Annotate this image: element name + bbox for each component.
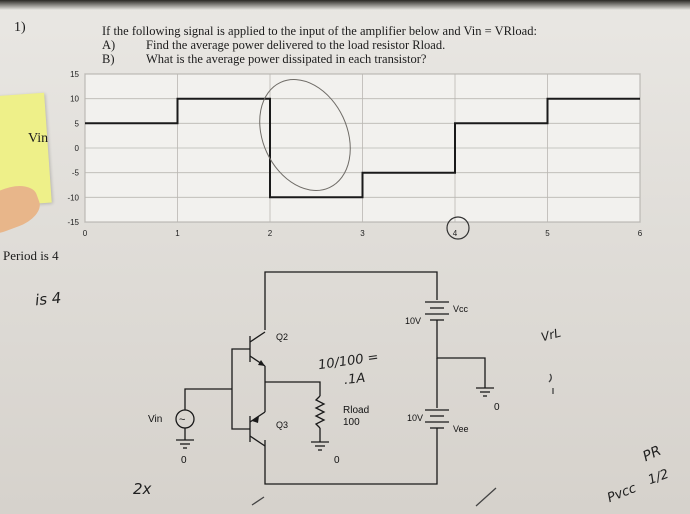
ground-label-supply: 0 (494, 402, 500, 413)
ground-label-vin: 0 (181, 455, 187, 466)
top-shadow (0, 0, 690, 10)
x-tick-label: 0 (83, 229, 88, 238)
part-a-label: A) (102, 38, 116, 52)
q3-collector (249, 435, 266, 447)
input-wire (184, 388, 232, 410)
series-line (85, 97, 640, 199)
twox-note: 2x (133, 480, 152, 498)
chart-ticks: 15 10 5 0 -5 -10 -15 0 1 2 3 4 5 6 (67, 70, 643, 240)
x-tick-label: 2 (268, 229, 273, 238)
vcc-label: Vcc (453, 304, 469, 314)
vin-label: Vin (148, 414, 162, 425)
y-tick-label: -10 (67, 193, 79, 202)
x-tick-label: 5 (545, 229, 550, 238)
y-tick-label: 0 (75, 144, 80, 153)
q2-collector (249, 331, 266, 343)
vcc-value: 10V (405, 316, 421, 326)
scribble-mark (251, 487, 497, 507)
ground-label-rload: 0 (334, 455, 340, 466)
rload-label: Rload (343, 405, 369, 416)
y-tick-label: -5 (72, 169, 80, 178)
rload-resistor (314, 395, 326, 429)
scribble-mark (548, 373, 554, 394)
y-axis-label: Vin (28, 131, 49, 146)
output-wire (265, 381, 321, 396)
q2-label: Q2 (276, 332, 288, 342)
q2-base-wire (231, 348, 250, 430)
rload-value: 100 (343, 417, 360, 428)
part-a-text: Find the average power delivered to the … (146, 38, 446, 52)
x-tick-label: 3 (360, 229, 365, 238)
y-tick-label: -15 (67, 218, 79, 227)
question-number: 1) (14, 20, 26, 35)
vee-value: 10V (407, 413, 423, 423)
part-b-label: B) (102, 52, 115, 66)
x-tick-label: 4 (453, 229, 458, 238)
x-tick-label: 6 (638, 229, 643, 238)
q3-emitter-arrow (252, 416, 259, 423)
top-rail (264, 271, 438, 330)
midnode-wire (436, 342, 486, 388)
y-tick-label: 5 (75, 119, 80, 128)
x-tick-label: 1 (175, 229, 180, 238)
y-tick-label: 15 (70, 70, 79, 79)
part-b-text: What is the average power dissipated in … (146, 52, 427, 66)
period-note: Period is 4 (3, 248, 59, 263)
vin-source-symbol: ~ (179, 414, 185, 426)
pencil-circle-annotation (259, 79, 351, 191)
q3-label: Q3 (276, 420, 288, 430)
q2-emitter-arrow (258, 360, 265, 366)
bottom-rail (264, 428, 438, 485)
vee-label: Vee (453, 424, 469, 434)
question-text: If the following signal is applied to th… (102, 24, 537, 38)
y-tick-label: 10 (70, 95, 79, 104)
q3-emitter (249, 411, 266, 423)
circled-tick-annotation (446, 216, 470, 240)
